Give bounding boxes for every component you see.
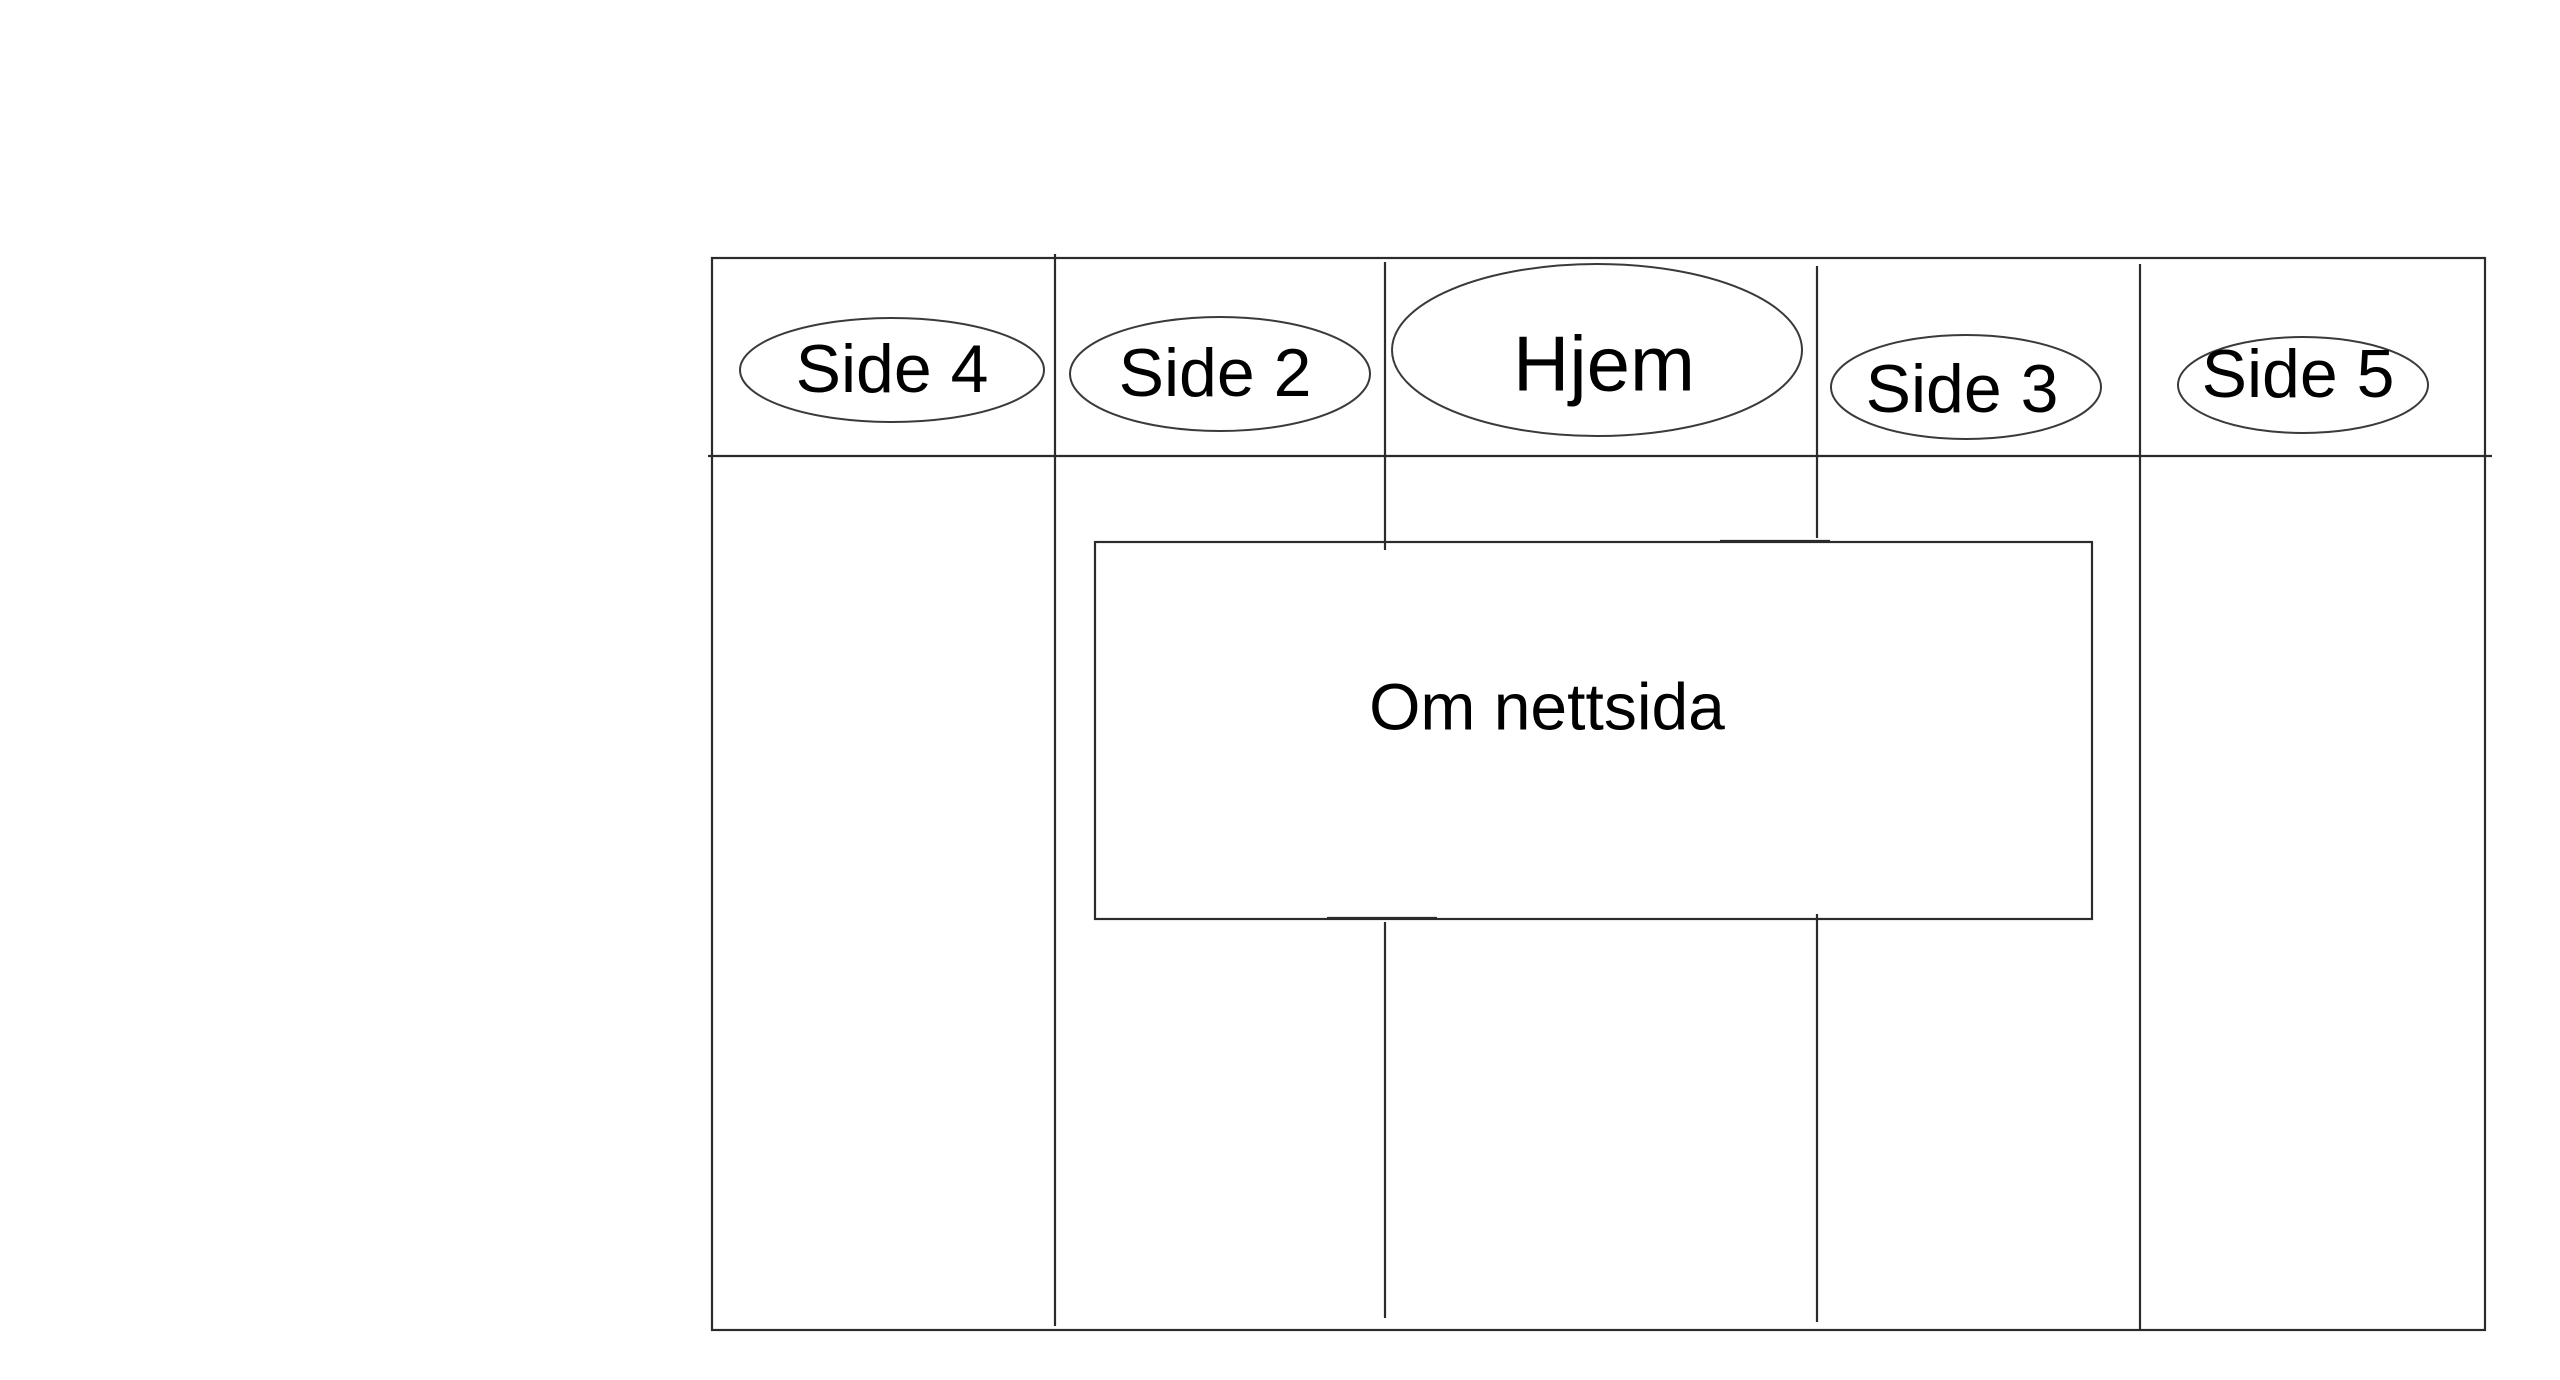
- nav-item-side-5[interactable]: Side 5: [2177, 336, 2429, 434]
- nav-item-label: Side 3: [1866, 351, 2059, 427]
- nav-item-label: Side 5: [2202, 336, 2395, 412]
- nav-item-hjem[interactable]: Hjem: [1391, 263, 1803, 437]
- nav-item-side-2[interactable]: Side 2: [1069, 316, 1371, 432]
- nav-item-label: Hjem: [1513, 320, 1695, 408]
- nav-item-label: Side 4: [796, 331, 989, 407]
- content-box: [1093, 540, 2094, 921]
- page-frame: [710, 256, 2487, 1332]
- nav-item-side-3[interactable]: Side 3: [1830, 334, 2102, 440]
- nav-item-label: Side 2: [1119, 335, 1312, 411]
- nav-item-side-4[interactable]: Side 4: [739, 317, 1045, 423]
- content-title: Om nettsida: [1369, 669, 1725, 743]
